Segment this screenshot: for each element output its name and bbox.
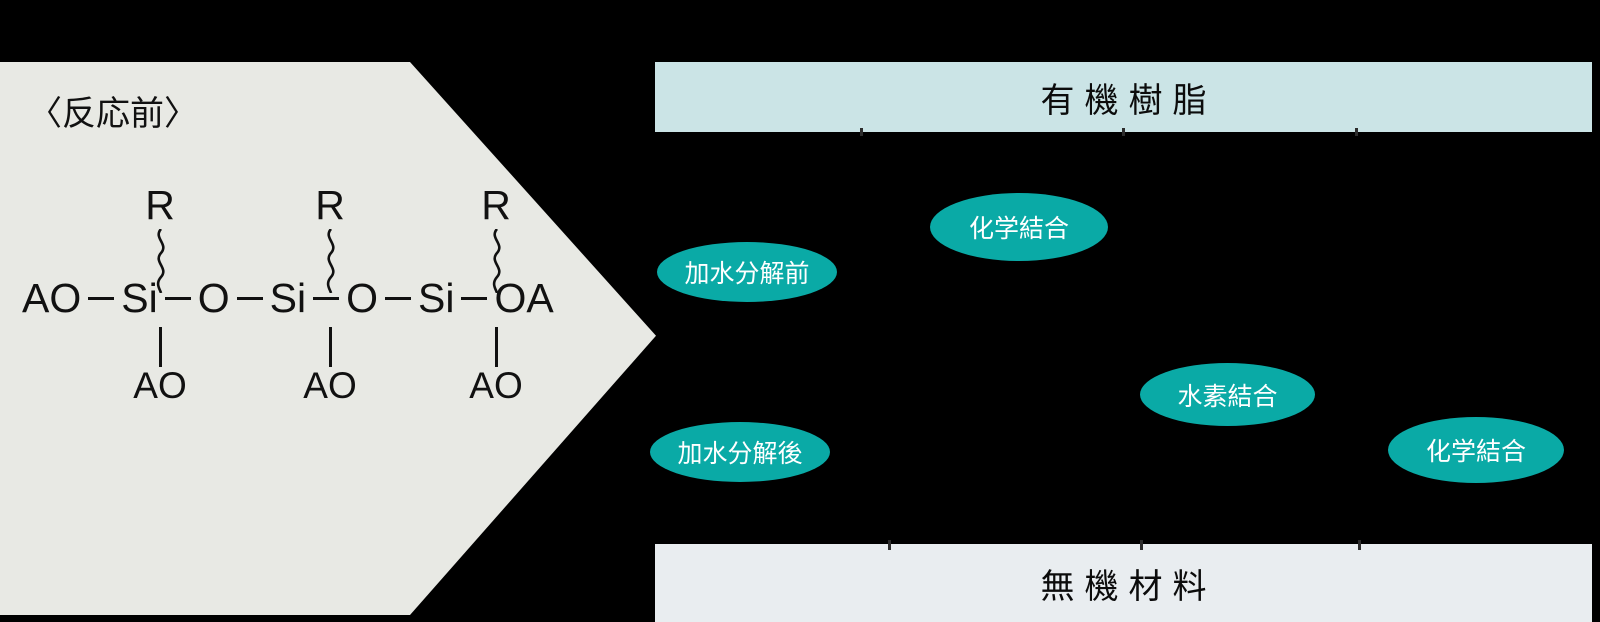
bond-line-icon-2 [164, 296, 191, 300]
substituent-r-3: R [481, 182, 511, 228]
wavy-bond-icon-3 [492, 229, 501, 293]
substituent-ao-1: AO [133, 365, 187, 406]
bond-stub-4 [888, 540, 891, 550]
bond-line-icon-4 [313, 296, 340, 300]
inorganic-material-label: 無機材料 [1040, 567, 1217, 606]
silane-structure-diagram: R R R AO Si O Si O [22, 182, 622, 422]
bond-stub-5 [1140, 540, 1143, 550]
wavy-bond-icon-1 [156, 229, 165, 293]
chain-oxygen-2: O [346, 274, 378, 321]
bond-line-icon-1 [88, 296, 115, 300]
bond-line-icon-5 [385, 296, 411, 300]
chain-silicon-1: Si [121, 274, 158, 321]
bond-line-icon-7 [159, 327, 162, 367]
bond-stub-3 [1355, 128, 1358, 136]
silane-chain: AO Si O Si O Si OA [22, 272, 622, 324]
pill-hydrogen-bond[interactable]: 水素結合 [1140, 363, 1315, 426]
bond-stub-2 [1122, 128, 1125, 136]
substituent-ao-2: AO [303, 365, 357, 406]
inorganic-material-bar: 無機材料 [655, 544, 1592, 622]
pill-label: 加水分解後 [677, 440, 803, 468]
bond-line-icon-9 [495, 327, 498, 367]
pill-chemical-bond-top[interactable]: 化学結合 [930, 193, 1108, 261]
bond-line-icon-6 [461, 296, 488, 300]
wavy-bond-icon-2 [326, 229, 335, 293]
pill-before-hydrolysis[interactable]: 加水分解前 [657, 242, 837, 302]
panel-title: 〈反応前〉 [28, 95, 198, 133]
pill-label: 水素結合 [1177, 382, 1278, 411]
bond-line-icon-8 [329, 327, 332, 367]
organic-resin-bar: 有機樹脂 [655, 62, 1592, 132]
before-reaction-panel: 〈反応前〉 R R R AO Si O [0, 62, 656, 615]
substituent-r-1: R [145, 182, 175, 228]
chain-silicon-2: Si [269, 274, 307, 321]
chain-oxygen-1: O [197, 274, 230, 321]
substituent-r-2: R [315, 182, 345, 228]
bond-stub-1 [860, 128, 863, 136]
pill-label: 化学結合 [1425, 438, 1526, 466]
chain-terminal-left: AO [22, 274, 82, 321]
pill-label: 化学結合 [968, 215, 1069, 243]
chain-terminal-right: OA [494, 274, 554, 321]
chain-silicon-3: Si [418, 274, 455, 321]
pill-after-hydrolysis[interactable]: 加水分解後 [650, 422, 830, 482]
substituent-ao-3: AO [469, 365, 523, 406]
bond-line-icon-3 [236, 296, 263, 300]
pill-chemical-bond-right[interactable]: 化学結合 [1388, 417, 1564, 483]
organic-resin-label: 有機樹脂 [1040, 81, 1217, 120]
bond-stub-6 [1358, 540, 1361, 550]
pill-label: 加水分解前 [684, 260, 810, 288]
